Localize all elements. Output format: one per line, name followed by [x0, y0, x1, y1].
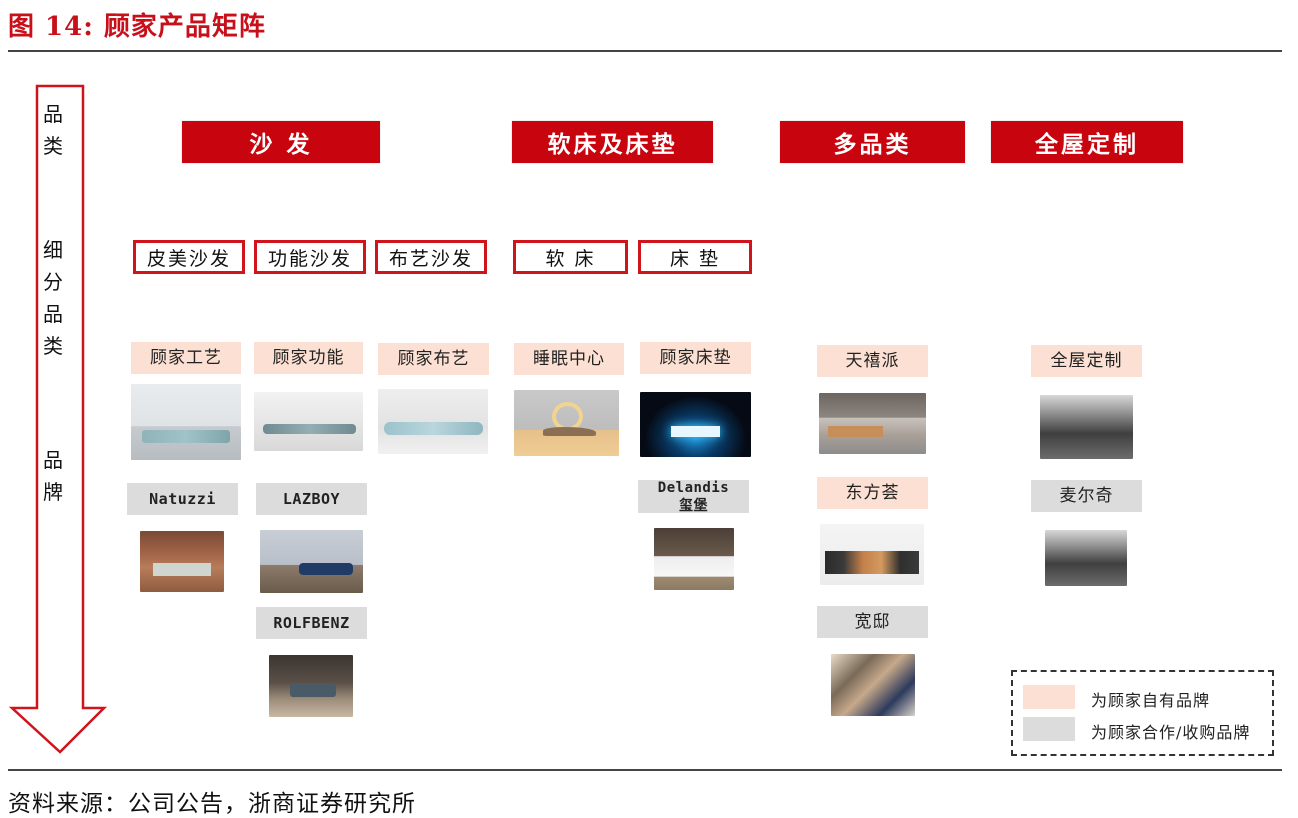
brand-tag: 睡眠中心	[514, 343, 624, 375]
subcategory-soft-bed: 软 床	[513, 240, 628, 274]
brand-photo	[1040, 395, 1133, 459]
brand-tag: 宽邸	[817, 606, 928, 638]
figure-title: 图 14: 顾家产品矩阵	[8, 12, 266, 42]
brand-tag: 全屋定制	[1031, 345, 1142, 377]
brand-photo	[819, 393, 926, 454]
brand-tag: ROLFBENZ	[256, 607, 367, 639]
axis-level-brand: 品 牌	[43, 448, 63, 504]
category-whole-house-custom: 全屋定制	[991, 121, 1183, 163]
brand-tag: 麦尔奇	[1031, 480, 1142, 512]
source-note: 资料来源：公司公告，浙商证券研究所	[8, 791, 416, 817]
brand-photo	[254, 392, 363, 451]
brand-tag: Delandis 玺堡	[638, 480, 749, 514]
legend-label-partner: 为顾家合作/收购品牌	[1091, 723, 1251, 742]
brand-tag: 顾家布艺	[378, 343, 489, 375]
legend-label-own: 为顾家自有品牌	[1091, 691, 1211, 710]
brand-photo	[1045, 530, 1127, 586]
category-sofa: 沙 发	[182, 121, 380, 163]
legend-swatch-own	[1023, 685, 1075, 709]
subcategory-functional-sofa: 功能沙发	[254, 240, 366, 274]
axis-level-category: 品 类	[43, 102, 63, 158]
legend-swatch-partner	[1023, 717, 1075, 741]
brand-photo	[654, 528, 734, 590]
brand-photo	[269, 655, 353, 717]
subcategory-mattress: 床 垫	[638, 240, 752, 274]
brand-tag: 天禧派	[817, 345, 928, 377]
brand-tag: Natuzzi	[127, 483, 238, 515]
axis-level-subcategory: 细 分 品 类	[43, 238, 63, 358]
brand-photo	[640, 392, 751, 457]
brand-photo	[514, 390, 619, 456]
bottom-divider	[8, 769, 1282, 771]
brand-photo	[131, 384, 241, 460]
legend: 为顾家自有品牌 为顾家合作/收购品牌	[1011, 670, 1274, 756]
category-multi: 多品类	[780, 121, 965, 163]
brand-tag: LAZBOY	[256, 483, 367, 515]
brand-photo	[831, 654, 915, 716]
subcategory-fabric-sofa: 布艺沙发	[375, 240, 487, 274]
subcategory-leather-sofa: 皮美沙发	[133, 240, 245, 274]
brand-photo	[820, 524, 924, 585]
down-arrow-icon	[8, 84, 108, 754]
brand-tag: 顾家工艺	[131, 342, 241, 374]
category-bed-mattress: 软床及床垫	[512, 121, 713, 163]
brand-tag: 顾家功能	[254, 342, 363, 374]
brand-tag: 东方荟	[817, 477, 928, 509]
brand-photo	[378, 389, 488, 454]
brand-photo	[140, 531, 224, 592]
brand-tag: 顾家床垫	[640, 342, 751, 374]
top-divider	[8, 50, 1282, 52]
brand-photo	[260, 530, 363, 593]
